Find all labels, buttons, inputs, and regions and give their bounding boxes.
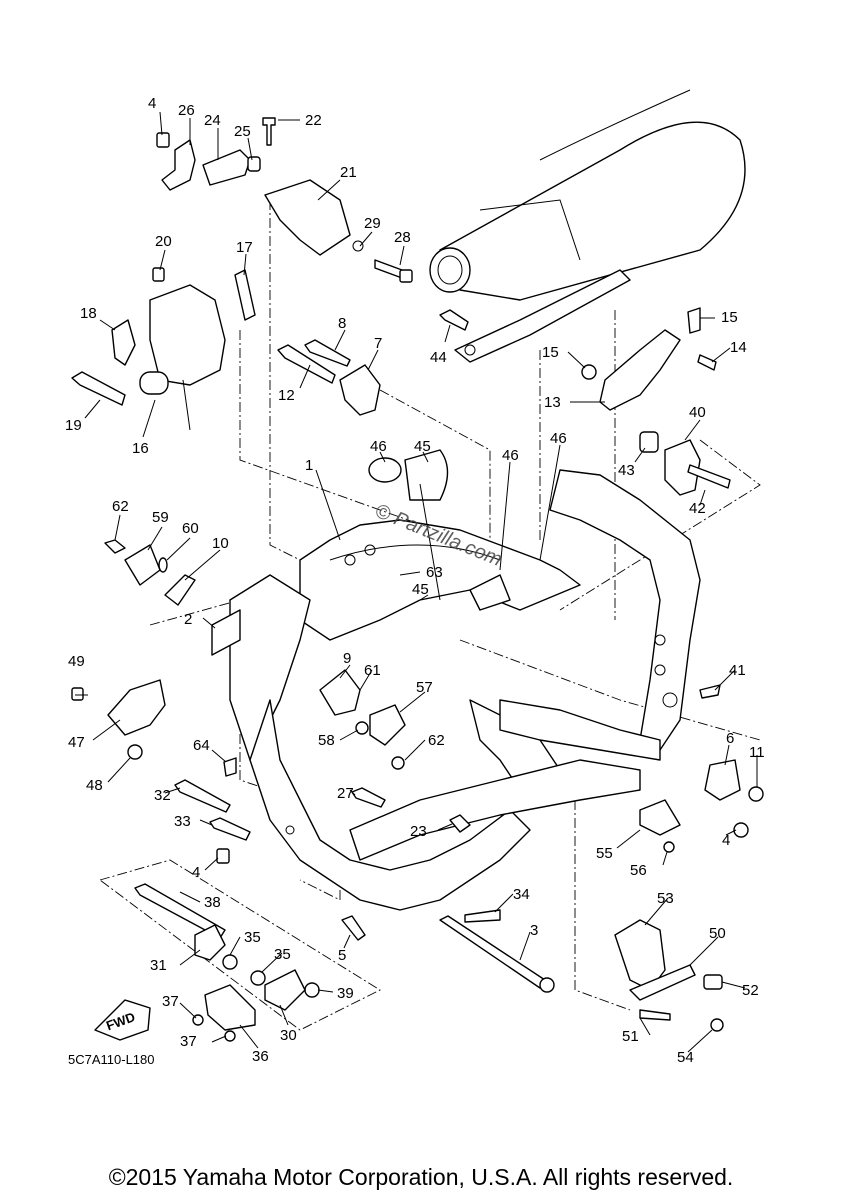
callout-label: 41: [729, 662, 746, 679]
callout-label: 52: [742, 982, 759, 999]
callout-label: 29: [364, 215, 381, 232]
callout-label: 32: [154, 787, 171, 804]
callout-label: 43: [618, 462, 635, 479]
callout-label: 4: [148, 95, 156, 112]
callout-label: 45: [412, 581, 429, 598]
callout-label: 49: [68, 653, 85, 670]
callout-label: 59: [152, 509, 169, 526]
callout-label: 47: [68, 734, 85, 751]
muffler: [429, 89, 746, 363]
callout-label: 12: [278, 387, 295, 404]
callout-label: 35: [244, 929, 261, 946]
callout-label: 58: [318, 732, 335, 749]
callout-label: 20: [155, 233, 172, 250]
callout-label: 46: [370, 438, 387, 455]
figure-code: 5C7A110-L180: [68, 1052, 155, 1067]
callout-label: 21: [340, 164, 357, 181]
callout-label: 14: [730, 339, 747, 356]
leader-lines: [75, 111, 758, 1053]
callout-label: 35: [274, 946, 291, 963]
small-parts: [71, 117, 764, 1042]
callout-label: 40: [689, 404, 706, 421]
callout-label: 39: [337, 985, 354, 1002]
callout-label: 36: [252, 1048, 269, 1065]
callout-label: 4: [192, 864, 200, 881]
callout-label: 24: [204, 112, 221, 129]
callout-label: 57: [416, 679, 433, 696]
callout-label: 42: [689, 500, 706, 517]
callout-label: 6: [726, 730, 734, 747]
copyright-notice: ©2015 Yamaha Motor Corporation, U.S.A. A…: [108, 1164, 734, 1190]
callout-label: 7: [374, 335, 382, 352]
callout-label: 25: [234, 123, 251, 140]
main-frame: [229, 469, 701, 911]
callout-label: 37: [180, 1033, 197, 1050]
callout-label: 27: [337, 785, 354, 802]
callout-label: 53: [657, 890, 674, 907]
callout-label: 56: [630, 862, 647, 879]
callout-label: 15: [721, 309, 738, 326]
callout-label: 64: [193, 737, 210, 754]
callout-label: 28: [394, 229, 411, 246]
callout-label: 30: [280, 1027, 297, 1044]
callout-label: 3: [530, 922, 538, 939]
callout-label: 46: [502, 447, 519, 464]
callout-label: 15: [542, 344, 559, 361]
callout-label: 51: [622, 1028, 639, 1045]
callout-label: 1: [305, 457, 313, 474]
callout-label: 8: [338, 315, 346, 332]
callout-label: 18: [80, 305, 97, 322]
callout-label: 37: [162, 993, 179, 1010]
callout-label: 23: [410, 823, 427, 840]
callout-label: 26: [178, 102, 195, 119]
callout-label: 19: [65, 417, 82, 434]
callout-label: 9: [343, 650, 351, 667]
callout-label: 50: [709, 925, 726, 942]
callout-label: 5: [338, 947, 346, 964]
callout-label: 55: [596, 845, 613, 862]
callout-label: 13: [544, 394, 561, 411]
callout-label: 11: [749, 744, 765, 761]
callout-label: 33: [174, 813, 191, 830]
callout-label: 62: [112, 498, 129, 515]
callout-label: 61: [364, 662, 381, 679]
callout-label: 2: [184, 611, 192, 628]
callout-label: 62: [428, 732, 445, 749]
callout-label: 17: [236, 239, 253, 256]
callout-label: 38: [204, 894, 221, 911]
callout-label: 63: [426, 564, 443, 581]
callout-label: 48: [86, 777, 103, 794]
callout-label: 44: [430, 349, 447, 366]
callout-label: 54: [677, 1049, 694, 1066]
callout-labels: 1 2 3 4 4 4 5 6 7 8 9 10 11 12 13 14 15 …: [65, 95, 765, 1066]
callout-label: 60: [182, 520, 199, 537]
callout-label: 10: [212, 535, 229, 552]
callout-label: 22: [305, 112, 322, 129]
callout-label: 16: [132, 440, 149, 457]
callout-label: 34: [513, 886, 530, 903]
callout-label: 31: [150, 957, 167, 974]
callout-label: 4: [722, 832, 730, 849]
callout-label: 46: [550, 430, 567, 447]
callout-label: 45: [414, 438, 431, 455]
